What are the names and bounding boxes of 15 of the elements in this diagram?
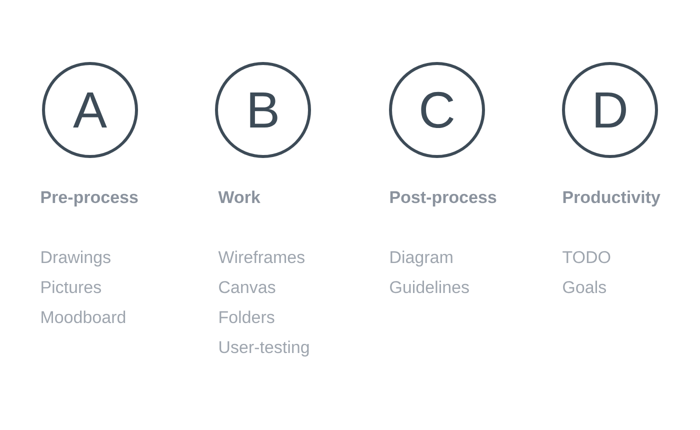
- list-item: Goals: [563, 280, 606, 294]
- list-item: Moodboard: [42, 310, 126, 324]
- column-heading: Post-process: [390, 191, 496, 207]
- column-heading: Pre-process: [41, 191, 138, 207]
- list-item: Canvas: [219, 281, 276, 294]
- list-item: Wireframes: [218, 250, 304, 264]
- column-heading: Work: [218, 190, 260, 204]
- list-item: Drawings: [42, 250, 110, 267]
- list-item: User-testing: [220, 340, 309, 357]
- list-item: Folders: [220, 310, 274, 324]
- list-item: Guidelines: [390, 280, 469, 294]
- list-item: TODO: [562, 251, 610, 264]
- list-item: Diagram: [390, 250, 452, 267]
- list-item: Pictures: [42, 280, 101, 294]
- column-heading: Productivity: [563, 190, 660, 207]
